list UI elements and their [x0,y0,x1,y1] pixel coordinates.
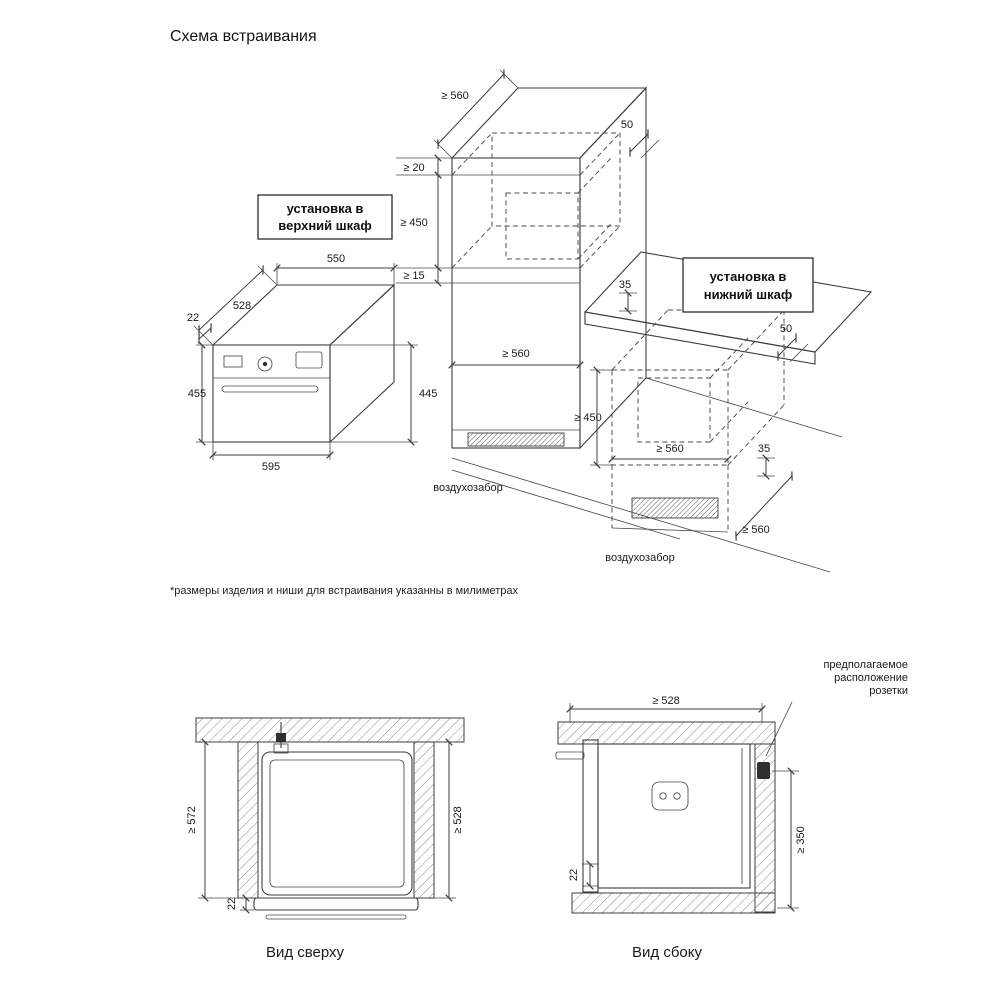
dim-oven-door: 22 [187,312,199,324]
floor-lines [451,377,843,573]
callout-upper-cabinet: установка в верхний шкаф [257,194,393,240]
dim-oven-width: 595 [262,461,280,473]
dim-lower-rear-vent: 35 [758,443,770,455]
top-view-caption: Вид сверху [266,944,345,961]
callout-upper-line1: установка в [287,201,364,216]
callout-lower-line1: установка в [710,269,787,284]
dim-upper-depth: ≥ 560 [441,90,468,102]
plug-icon [276,733,286,742]
dim-lower-niche-depth: ≥ 560 [742,524,769,536]
socket-leader-line [765,701,793,757]
socket-note-line1: предполагаемое [823,659,908,671]
callout-lower-cabinet: установка в нижний шкаф [682,257,814,313]
dim-upper-niche-width: ≥ 560 [502,348,529,360]
dim-upper-rear-gap: 50 [621,119,633,131]
lower-cabinet-drawing: ≥ 450 ≥ 560 ≥ 560 50 35 воздухозабор [574,251,873,564]
callout-lower-line2: нижний шкаф [704,287,792,302]
upper-vent-grille [467,432,565,447]
oven-isometric: 455 445 595 550 528 22 [187,253,437,473]
dim-oven-height-back: 445 [419,388,437,400]
dim-topview-door: 22 [226,898,238,910]
lower-vent-grille [631,497,719,519]
footnote: *размеры изделия и ниши для встраивания … [170,585,518,597]
socket-note-line3: розетки [869,685,908,697]
lower-air-intake-label: воздухозабор [605,552,675,564]
side-view-caption: Вид сбоку [632,944,702,961]
dim-upper-top-clearance: ≥ 20 [403,162,424,174]
dim-oven-depth-total: 550 [327,253,345,265]
socket-note-line2: расположение [834,672,908,684]
dim-upper-rear-vent: 35 [619,279,631,291]
dim-topview-niche-depth: ≥ 528 [452,806,464,833]
dim-upper-bottom-clearance: ≥ 15 [403,270,424,282]
upper-air-intake-label: воздухозабор [433,482,503,494]
dim-sideview-socket-height: ≥ 350 [795,826,807,853]
dim-upper-niche-height: ≥ 450 [400,217,427,229]
dim-lower-niche-width: ≥ 560 [656,443,683,455]
top-view-drawing: ≥ 572 ≥ 528 22 Вид сверху [186,717,465,961]
dim-oven-depth-body: 528 [233,300,251,312]
socket-icon [757,762,770,779]
dim-sideview-niche-depth: ≥ 528 [652,695,679,707]
dim-lower-rear-gap: 50 [780,323,792,335]
dim-sideview-door: 22 [568,869,580,881]
dim-lower-niche-height: ≥ 450 [574,412,601,424]
callout-upper-line2: верхний шкаф [278,218,371,233]
side-view-drawing: ≥ 528 предполагаемое расположение розетк… [555,659,908,961]
page-title: Схема встраивания [170,28,317,45]
dim-topview-niche-width: ≥ 572 [186,806,198,833]
upper-cabinet-drawing: ≥ 560 ≥ 560 50 ≥ 20 ≥ 450 ≥ 15 35 воздух… [396,69,660,494]
dim-oven-height-front: 455 [188,388,206,400]
